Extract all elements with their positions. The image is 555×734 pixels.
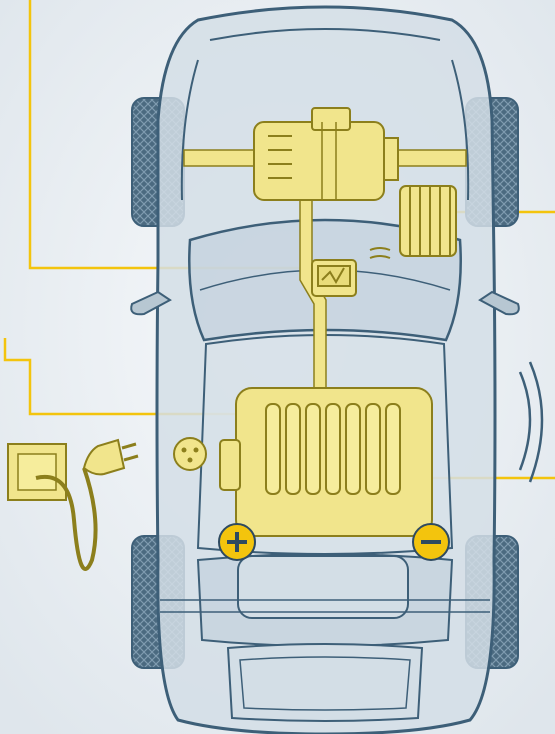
electric-motor-icon xyxy=(254,108,398,200)
rear-console xyxy=(238,556,408,618)
dashboard-controller-icon xyxy=(312,260,356,296)
terminal-positive xyxy=(219,524,255,560)
charge-socket-icon xyxy=(174,438,206,470)
wall-socket-icon xyxy=(8,444,66,500)
terminal-negative xyxy=(413,524,449,560)
battery-icon xyxy=(220,388,432,536)
